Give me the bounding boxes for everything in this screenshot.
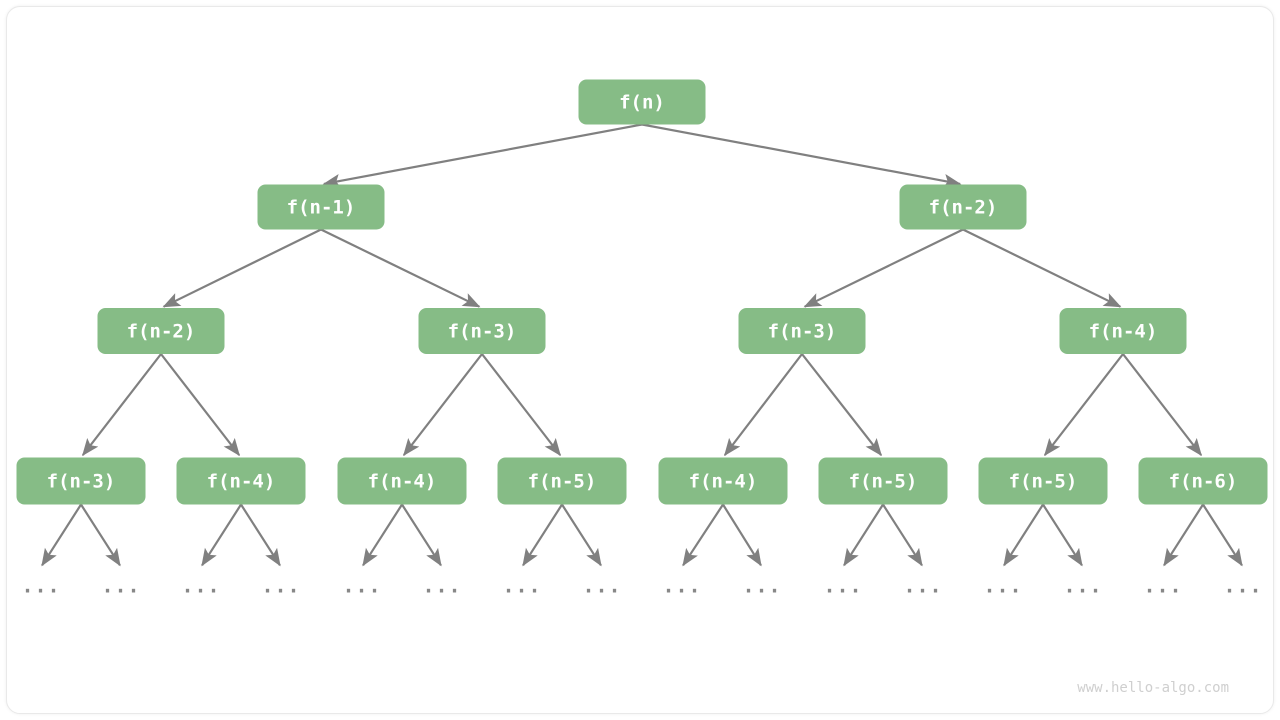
ellipsis-marker: ... (742, 574, 781, 598)
tree-node[interactable]: f(n-4) (337, 457, 467, 505)
tree-edge-stub (561, 503, 602, 567)
tree-node-box (16, 457, 146, 505)
tree-node-label: f(n-2) (929, 197, 998, 219)
tree-node-label: f(n-1) (287, 197, 356, 219)
ellipsis-marker: ... (21, 574, 60, 598)
tree-edge (160, 353, 241, 457)
tree-edge (481, 353, 562, 457)
diagram-frame: f(n) f(n-1) f(n-2) f(n-2) f(n-3) f(n-3) f(n-4)… (6, 6, 1274, 714)
ellipsis-marker: ... (101, 574, 140, 598)
tree-node-label: f(n-5) (1009, 471, 1078, 493)
tree-edge (81, 353, 162, 457)
tree-node[interactable]: f(n-5) (497, 457, 627, 505)
ellipsis-marker: ... (181, 574, 220, 598)
watermark: www.hello-algo.com (1077, 680, 1229, 696)
tree-node-label: f(n-3) (448, 321, 517, 343)
tree-node-box (257, 184, 385, 230)
tree-edge (320, 228, 481, 308)
tree-node-box (818, 457, 948, 505)
tree-node-box (1059, 308, 1187, 354)
tree-node-box (899, 184, 1027, 230)
tree-node-label: f(n) (619, 92, 665, 114)
tree-edge (801, 353, 883, 457)
tree-edge-stub (843, 503, 884, 567)
tree-node[interactable]: f(n-4) (658, 457, 788, 505)
tree-node-label: f(n-3) (768, 321, 837, 343)
tree-node[interactable]: f(n-2) (899, 184, 1027, 230)
tree-edge (803, 228, 964, 308)
tree-node[interactable]: f(n-3) (418, 308, 546, 354)
ellipsis-marker: ... (261, 574, 300, 598)
tree-node-box (418, 308, 546, 354)
tree-edge-stub (1163, 503, 1204, 567)
tree-edge (1122, 353, 1203, 457)
nodes-layer: f(n) f(n-1) f(n-2) f(n-2) f(n-3) f(n-3) f(n-4)… (16, 79, 1268, 505)
tree-node-box (176, 457, 306, 505)
ellipsis-marker: ... (1063, 574, 1102, 598)
tree-edge (1043, 353, 1124, 457)
tree-edge (162, 228, 322, 308)
tree-node[interactable]: f(n-3) (738, 308, 866, 354)
tree-edge-stub (1003, 503, 1044, 567)
tree-edge (723, 353, 803, 457)
ellipsis-marker: ... (342, 574, 381, 598)
tree-edge-stub (882, 503, 923, 567)
tree-node-label: f(n-3) (47, 471, 116, 493)
tree-node-box (1138, 457, 1268, 505)
ellipsis-marker: ... (823, 574, 862, 598)
tree-node-box (738, 308, 866, 354)
tree-edge (322, 123, 643, 188)
tree-node-label: f(n-5) (528, 471, 597, 493)
edges-layer (81, 123, 1203, 457)
tree-edge-stub (41, 503, 82, 567)
tree-node-label: f(n-4) (1089, 321, 1158, 343)
ellipsis-marker: ... (1223, 574, 1262, 598)
leaf-stub-arrows-layer (41, 503, 1243, 567)
ellipsis-marker: ... (582, 574, 621, 598)
tree-node-label: f(n-2) (127, 321, 196, 343)
tree-node-box (578, 79, 706, 125)
tree-node-box (97, 308, 225, 354)
tree-node[interactable]: f(n-4) (1059, 308, 1187, 354)
tree-node[interactable]: f(n-3) (16, 457, 146, 505)
tree-node[interactable]: f(n-6) (1138, 457, 1268, 505)
tree-edge-stub (201, 503, 242, 567)
tree-node[interactable]: f(n-2) (97, 308, 225, 354)
tree-edge-stub (1202, 503, 1243, 567)
tree-node-box (658, 457, 788, 505)
tree-node[interactable]: f(n-4) (176, 457, 306, 505)
tree-edge-stub (722, 503, 762, 567)
tree-node-box (337, 457, 467, 505)
tree-edge (962, 228, 1122, 308)
ellipsis-marker: ... (422, 574, 461, 598)
tree-node-label: f(n-5) (849, 471, 918, 493)
tree-node-label: f(n-4) (689, 471, 758, 493)
tree-node-label: f(n-4) (207, 471, 276, 493)
tree-edge-stub (682, 503, 724, 567)
tree-node[interactable]: f(n-5) (818, 457, 948, 505)
tree-edge-stub (1042, 503, 1083, 567)
ellipsis-marker: ... (1143, 574, 1182, 598)
tree-edge (402, 353, 483, 457)
ellipsis-layer: ........................................… (21, 574, 1262, 598)
tree-node[interactable]: f(n-1) (257, 184, 385, 230)
tree-edge-stub (401, 503, 442, 567)
tree-node[interactable]: f(n) (578, 79, 706, 125)
tree-edge (641, 123, 962, 188)
tree-node-label: f(n-6) (1169, 471, 1238, 493)
recursion-tree-canvas: f(n) f(n-1) f(n-2) f(n-2) f(n-3) f(n-3) f(n-4)… (16, 79, 1268, 696)
ellipsis-marker: ... (983, 574, 1022, 598)
tree-node-label: f(n-4) (368, 471, 437, 493)
tree-node-box (497, 457, 627, 505)
tree-edge-stub (80, 503, 121, 567)
tree-node-box (978, 457, 1108, 505)
ellipsis-marker: ... (903, 574, 942, 598)
ellipsis-marker: ... (662, 574, 701, 598)
tree-edge-stub (240, 503, 281, 567)
tree-node[interactable]: f(n-5) (978, 457, 1108, 505)
ellipsis-marker: ... (502, 574, 541, 598)
tree-edge-stub (362, 503, 403, 567)
tree-edge-stub (522, 503, 563, 567)
